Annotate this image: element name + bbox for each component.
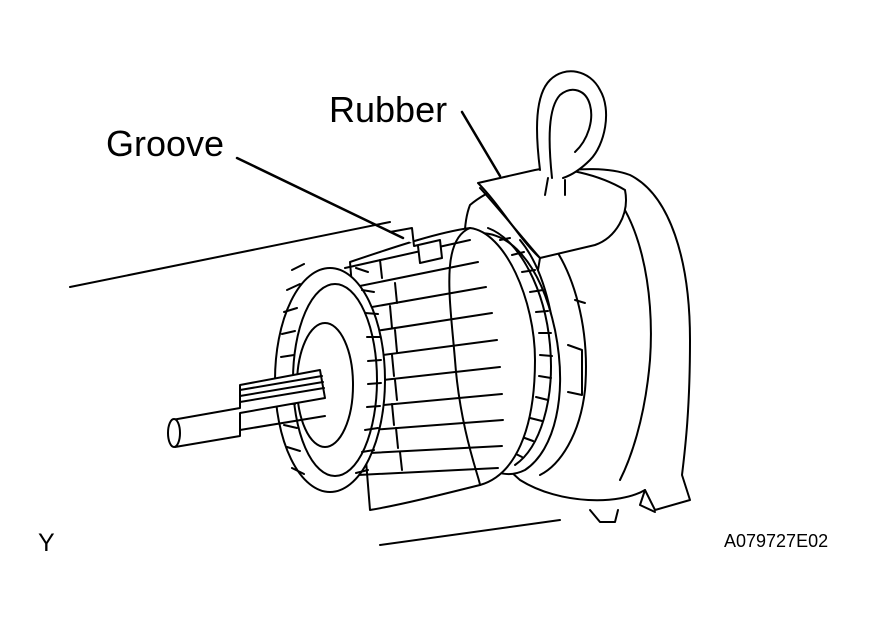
rubber-grommet [477,70,627,271]
rubber-label: Rubber [329,89,448,130]
housing-guide-lines [69,221,561,546]
armature-core [336,227,536,511]
view-letter-label: Y [38,529,55,557]
rubber-leader-line [460,110,502,178]
figure-code-label: A079727E02 [724,531,829,551]
groove-label: Groove [106,123,225,164]
armature-end-face [274,263,386,493]
armature-shaft [167,369,326,448]
groove-leader-line [235,156,405,240]
callout-leaders [235,110,502,240]
